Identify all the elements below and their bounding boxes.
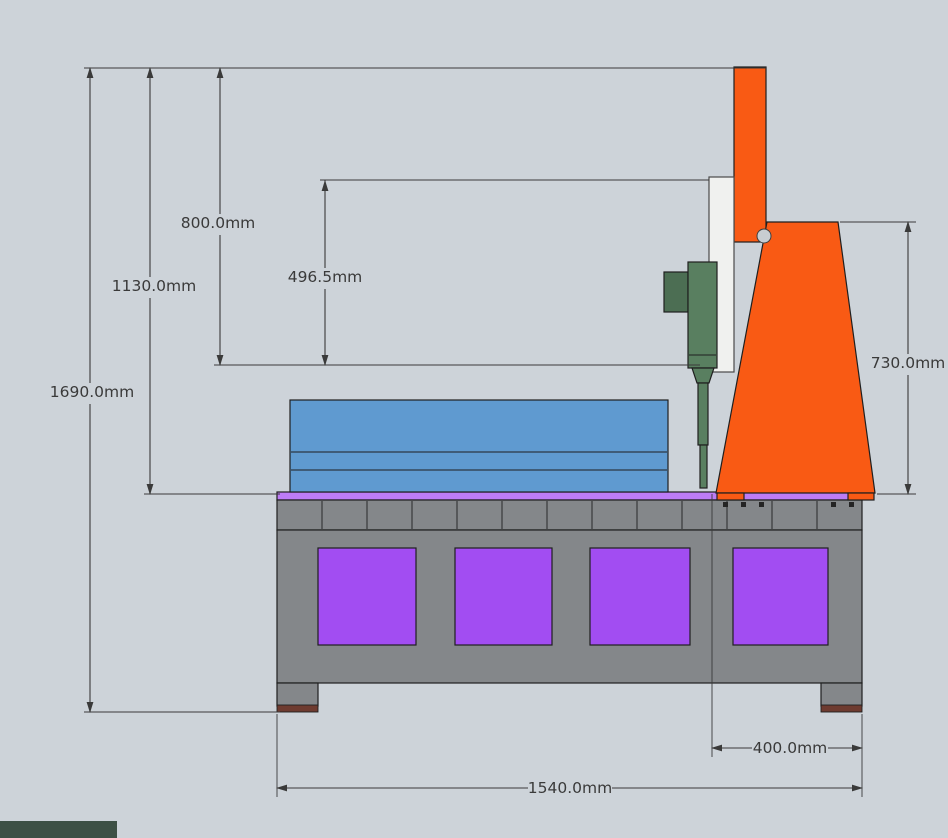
spindle-motor-box — [663, 271, 689, 313]
workpiece-block — [289, 399, 669, 493]
dim-label-table-top-height: 1130.0mm — [112, 277, 196, 295]
dimension-plate-travel[interactable]: 496.5mm — [288, 180, 363, 366]
extension-lines — [84, 67, 916, 797]
bolt-mark — [723, 502, 728, 507]
gantry-pad-left — [716, 492, 745, 501]
machine-base[interactable] — [276, 491, 863, 713]
dim-arrow-down — [904, 484, 912, 495]
dim-arrow-down — [321, 355, 329, 366]
dim-label-base-width: 1540.0mm — [528, 779, 612, 797]
spindle-rod — [697, 382, 709, 446]
pivot-screw — [756, 228, 772, 244]
bolt-mark — [741, 502, 746, 507]
ground-plane-edge — [0, 821, 117, 838]
spindle-chuck — [691, 367, 715, 384]
dimension-gantry-height[interactable]: 730.0mm — [871, 221, 946, 495]
table-slat-lines — [321, 501, 818, 529]
bolt-mark — [831, 502, 836, 507]
bed-bolts — [723, 502, 854, 507]
dimension-gantry-depth[interactable]: 400.0mm — [711, 739, 863, 757]
dim-arrow-up — [216, 67, 224, 78]
dim-label-overall-height: 1690.0mm — [50, 383, 134, 401]
dim-arrow-down — [216, 355, 224, 366]
dim-arrow-up — [86, 67, 94, 78]
dimension-base-width[interactable]: 1540.0mm — [276, 779, 863, 797]
gantry-pad-right — [847, 492, 875, 501]
base-leg-left — [276, 682, 319, 707]
dim-label-gantry-depth: 400.0mm — [753, 739, 828, 757]
dim-label-gantry-height: 730.0mm — [871, 354, 946, 372]
dim-arrow-up — [904, 221, 912, 232]
dim-arrow-down — [86, 702, 94, 713]
base-leg-right — [820, 682, 863, 707]
dim-arrow-right — [852, 784, 863, 792]
base-panel-2 — [454, 547, 553, 646]
gantry-side-plate — [715, 221, 876, 494]
bolt-mark — [759, 502, 764, 507]
bolt-mark — [849, 502, 854, 507]
base-foot-left — [276, 704, 319, 713]
spindle-body — [687, 261, 718, 369]
base-panel-3 — [589, 547, 691, 646]
dimension-gantry-clearance[interactable]: 800.0mm — [181, 67, 256, 366]
dim-arrow-up — [146, 67, 154, 78]
spindle-assembly[interactable] — [663, 261, 718, 489]
dim-arrow-left — [711, 744, 722, 752]
dimension-overall-height[interactable]: 1690.0mm — [50, 67, 134, 713]
dim-arrow-left — [276, 784, 287, 792]
base-foot-right — [820, 704, 863, 713]
base-panel-4 — [732, 547, 829, 646]
dim-label-plate-travel: 496.5mm — [288, 268, 363, 286]
dimension-table-top-height[interactable]: 1130.0mm — [112, 67, 196, 495]
dim-arrow-right — [852, 744, 863, 752]
gantry-column — [733, 66, 767, 243]
dim-arrow-up — [321, 180, 329, 191]
base-panel-1 — [317, 547, 417, 646]
dim-label-gantry-clearance: 800.0mm — [181, 214, 256, 232]
workpiece[interactable] — [289, 399, 669, 493]
spindle-tip — [699, 444, 708, 489]
dim-arrow-down — [146, 484, 154, 495]
gantry[interactable] — [715, 66, 876, 501]
table-bed — [276, 499, 863, 531]
